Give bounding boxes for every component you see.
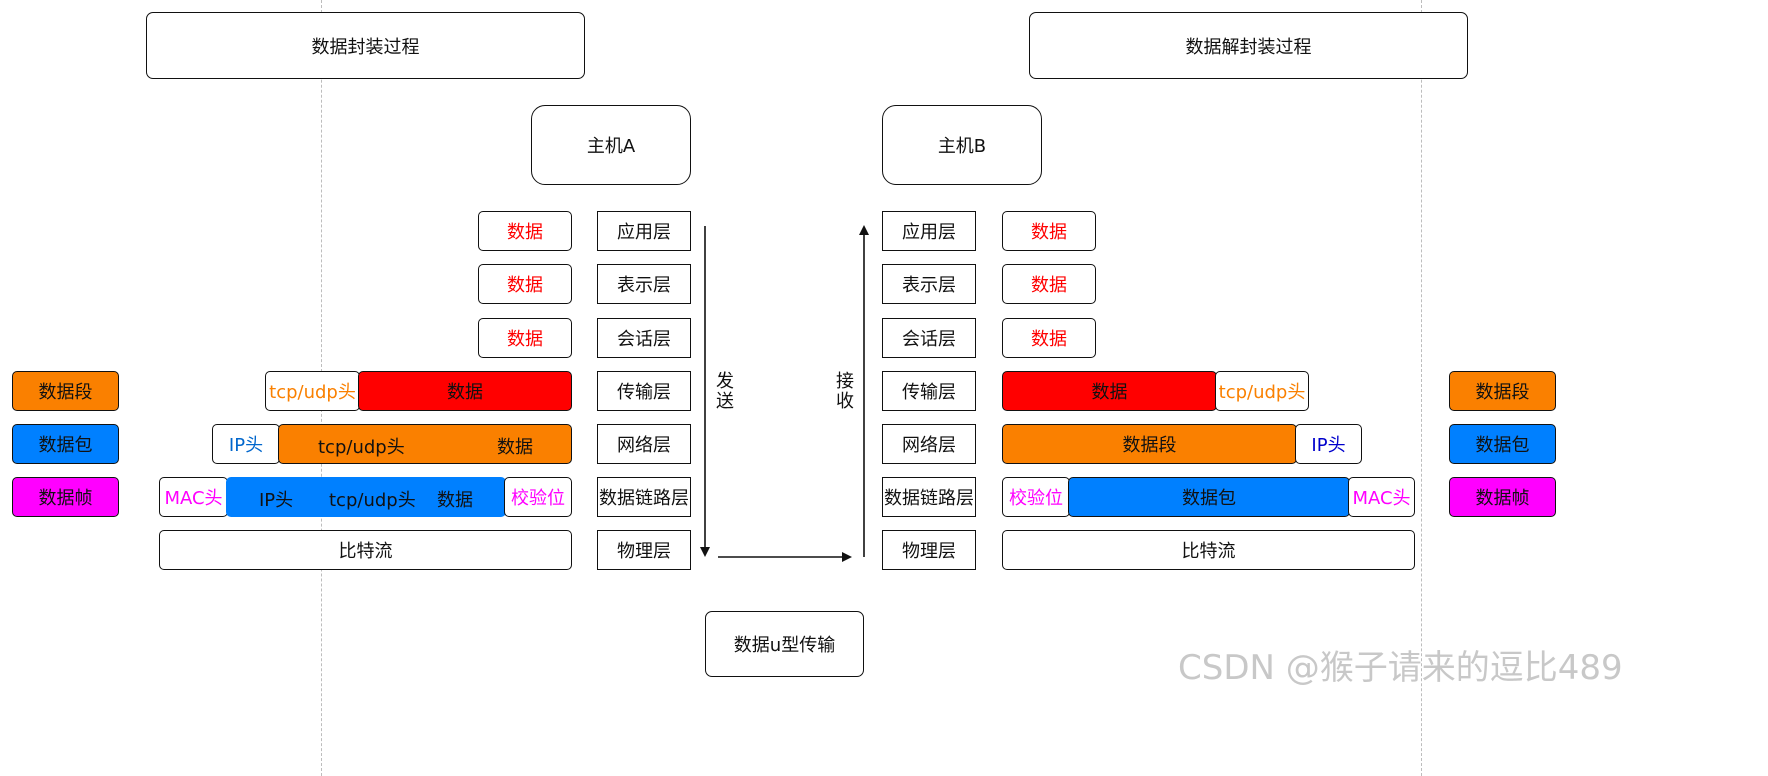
receive-label: 接收 [836,371,854,412]
left-bitstream: 比特流 [159,530,572,570]
legend-left-packet: 数据包 [12,424,119,464]
right-bitstream: 比特流 [1002,530,1415,570]
legend-right-packet: 数据包 [1449,424,1556,464]
left-frame-tcp-label: tcp/udp头 [329,490,416,511]
left-data-presentation: 数据 [478,264,572,304]
left-data-application: 数据 [478,211,572,251]
right-layer-network: 网络层 [882,424,976,464]
right-layer-session: 会话层 [882,318,976,358]
send-label: 发送 [716,371,734,412]
left-layer-physical: 物理层 [597,530,691,570]
left-layer-network: 网络层 [597,424,691,464]
u-transfer-box: 数据u型传输 [705,611,864,677]
left-layer-application: 应用层 [597,211,691,251]
guide-line-right [1421,0,1422,776]
left-segment-header: tcp/udp头 [265,371,360,411]
left-data-session: 数据 [478,318,572,358]
encapsulation-title: 数据封装过程 [146,12,585,79]
right-frame-checksum: 校验位 [1002,477,1070,517]
right-layer-presentation: 表示层 [882,264,976,304]
right-layer-physical: 物理层 [882,530,976,570]
left-frame-ip-label: IP头 [259,490,294,511]
right-data-session: 数据 [1002,318,1096,358]
left-layer-datalink: 数据链路层 [597,477,691,517]
right-data-application: 数据 [1002,211,1096,251]
left-frame-data-label: 数据 [437,490,473,511]
left-layer-session: 会话层 [597,318,691,358]
left-packet-tcp-label: tcp/udp头 [318,437,405,458]
right-frame-packet: 数据包 [1068,477,1350,517]
left-packet-body [278,424,572,464]
right-packet-segment: 数据段 [1002,424,1297,464]
left-packet-ip-header: IP头 [212,424,280,464]
right-layer-datalink: 数据链路层 [882,477,976,517]
left-segment-data: 数据 [358,371,572,411]
left-frame-body [226,477,506,517]
left-frame-mac-header: MAC头 [159,477,228,517]
right-packet-ip-header: IP头 [1295,424,1362,464]
right-frame-mac-header: MAC头 [1348,477,1415,517]
legend-right-frame: 数据帧 [1449,477,1556,517]
host-a: 主机A [531,105,691,185]
host-b: 主机B [882,105,1042,185]
watermark: CSDN @猴子请来的逗比489 [1178,648,1623,688]
legend-right-segment: 数据段 [1449,371,1556,411]
right-segment-data: 数据 [1002,371,1217,411]
left-packet-data-label: 数据 [497,437,533,458]
left-frame-checksum: 校验位 [504,477,572,517]
right-layer-application: 应用层 [882,211,976,251]
right-data-presentation: 数据 [1002,264,1096,304]
left-layer-transport: 传输层 [597,371,691,411]
decapsulation-title: 数据解封装过程 [1029,12,1468,79]
legend-left-segment: 数据段 [12,371,119,411]
legend-left-frame: 数据帧 [12,477,119,517]
right-layer-transport: 传输层 [882,371,976,411]
right-segment-header: tcp/udp头 [1215,371,1309,411]
left-layer-presentation: 表示层 [597,264,691,304]
